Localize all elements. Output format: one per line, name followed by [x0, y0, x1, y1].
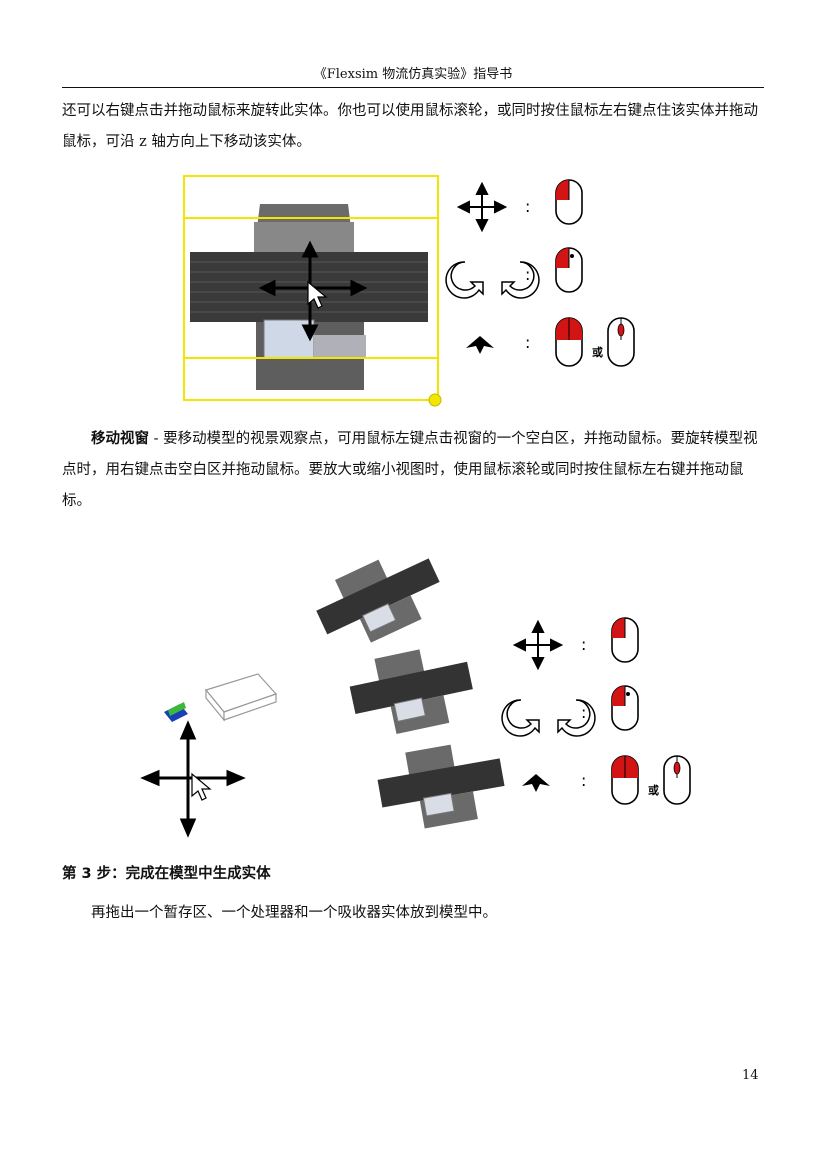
selection-box [183, 175, 439, 401]
mouse-left-button-icon [611, 617, 639, 663]
legend-or: 或 [592, 345, 603, 359]
paragraph-entity-manipulation: 还可以右键点击并拖动鼠标来旋转此实体。你也可以使用鼠标滚轮，或同时按住鼠标左右键… [62, 103, 758, 150]
paragraph-move-view: 移动视窗 - 要移动模型的视景观察点，可用鼠标左键点击视窗的一个空白区，并拖动鼠… [62, 424, 766, 517]
move-arrows-icon [512, 619, 564, 671]
legend-colon: : [525, 333, 530, 352]
mouse-right-button-icon [555, 247, 583, 293]
figure-entity-manipulation: : : : 或 [183, 175, 635, 407]
step-3-heading: 第 3 步：完成在模型中生成实体 [62, 866, 271, 882]
view-axis-arrows-icon [140, 720, 246, 838]
view-model-middle [349, 649, 473, 734]
move-arrows-icon [456, 181, 508, 233]
mouse-both-buttons-icon [555, 317, 583, 367]
z-move-arrow-icon [466, 336, 494, 354]
page-header: 《Flexsim 物流仿真实验》指导书 [313, 67, 513, 82]
figure-view-manipulation: : : : 或 [140, 558, 691, 838]
view-cursor-icon [191, 772, 212, 801]
move-view-text: - 要移动模型的视景观察点，可用鼠标左键点击视窗的一个空白区，并拖动鼠标。要旋转… [62, 431, 758, 509]
legend-colon: : [525, 197, 530, 216]
header-rule [62, 87, 764, 88]
blue-source-icon [164, 702, 188, 722]
mouse-wheel-icon [663, 755, 691, 805]
paragraph-step-3: 再拖出一个暂存区、一个处理器和一个吸收器实体放到模型中。 [91, 905, 497, 921]
legend-colon: : [581, 771, 586, 790]
cursor-icon [307, 280, 328, 309]
legend-or: 或 [648, 783, 659, 797]
wireframe-model [204, 673, 278, 722]
mouse-wheel-icon [607, 317, 635, 367]
view-model-bottom [377, 744, 505, 829]
rotate-arrows-icon [445, 261, 540, 299]
page-number: 14 [742, 1068, 759, 1083]
view-model-top [316, 558, 440, 643]
legend-colon: : [525, 265, 530, 284]
move-view-heading: 移动视窗 [91, 431, 149, 447]
rotate-arrows-icon [501, 699, 596, 737]
legend-colon: : [581, 635, 586, 654]
legend-colon: : [581, 703, 586, 722]
z-move-arrow-icon [522, 774, 550, 792]
mouse-right-button-icon [611, 685, 639, 731]
mouse-left-button-icon [555, 179, 583, 225]
mouse-both-buttons-icon [611, 755, 639, 805]
